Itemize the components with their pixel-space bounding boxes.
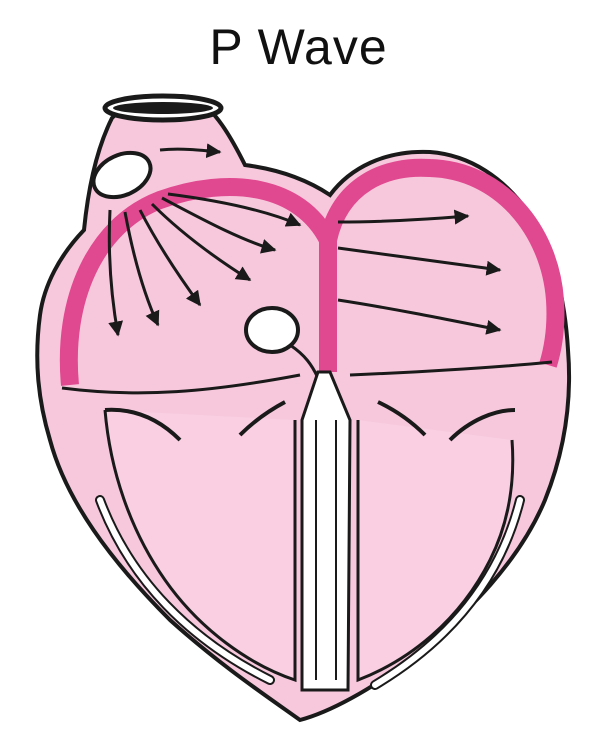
bundle-of-his bbox=[302, 372, 350, 690]
